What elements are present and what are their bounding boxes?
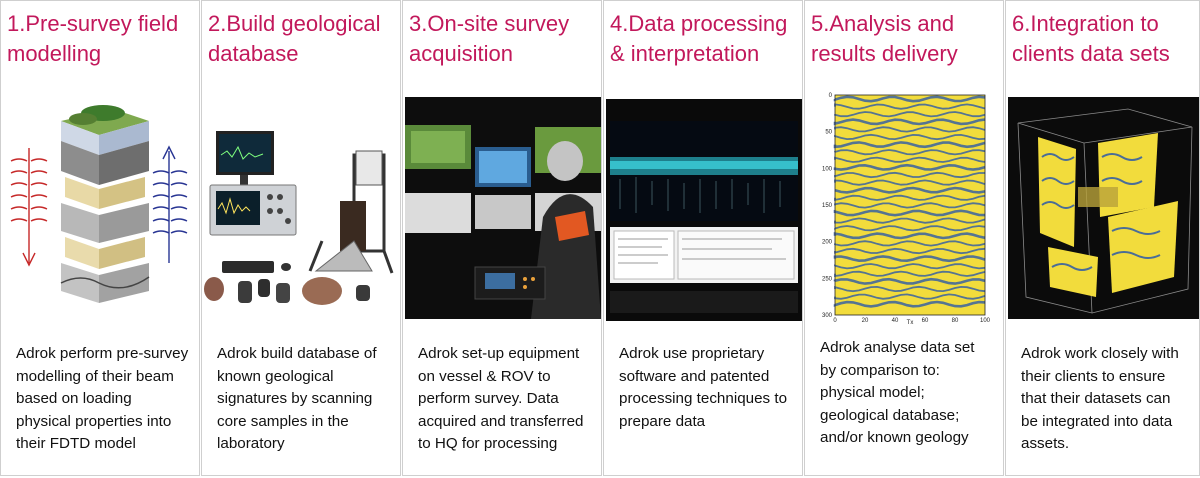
step-title: 4.Data processing & interpretation [610,11,788,66]
heatmap-stripe [834,179,986,186]
processing-software-image [606,99,802,321]
heatmap-stripe [833,118,986,126]
heatmap-stripe [833,141,986,149]
heatmap-stripe [833,232,986,240]
heatmap-stripe [833,95,986,103]
heatmap-stripe [833,209,986,217]
step-description: Adrok build database of known geological… [217,345,377,453]
heatmap-stripe [834,103,986,110]
step-panel-1: 1.Pre-survey field modelling [0,0,200,476]
heatmap-stripe [834,285,986,293]
step-title: 1.Pre-survey field modelling [7,11,179,66]
heatmap-stripe [834,240,986,247]
step-panel-5: 5.Analysis and results delivery 0 50 100 15… [804,0,1004,476]
heatmap-x-tick-label: 40 [892,318,899,324]
heatmap-y-tick-label: 0 [829,93,833,99]
heatmap-stripe [833,277,986,285]
results-heatmap-image: 0 50 100 150 200 250 300 0 20 40 60 80 100 Tx [815,91,999,325]
heatmap-stripe [834,217,986,224]
vessel-control-room-image [405,97,601,319]
step-title: 5.Analysis and results delivery [811,11,958,66]
step-description: Adrok set-up equipment on vessel & ROV t… [418,345,584,453]
heatmap-stripe [833,300,986,308]
heatmap-y-tick-label: 50 [825,130,832,136]
heatmap-x-tick-label: 80 [952,318,959,324]
heatmap-stripe [833,255,986,263]
heatmap-y-tick-label: 100 [822,166,833,172]
heatmap-stripe [834,194,986,201]
laboratory-equipment-image [204,121,400,321]
step-description: Adrok work closely with their clients to… [1021,345,1179,453]
heatmap-x-tick-label: 60 [922,318,929,324]
step-panel-2: 2.Build geological database [201,0,401,476]
heatmap-stripe [833,163,986,171]
heatmap-stripe [834,133,986,141]
heatmap-x-label: Tx [907,320,914,325]
heatmap-x-tick-label: 20 [862,318,869,324]
heatmap-y-tick-label: 150 [822,203,833,209]
step-title: 2.Build geological database [208,11,381,66]
heatmap-stripe [834,225,986,232]
heatmap-stripe [834,270,986,278]
step-title: 3.On-site survey acquisition [409,11,570,66]
heatmap-stripe [834,202,986,209]
step-panel-3: 3.On-site survey acquisition Adrok set-u… [402,0,602,476]
3d-data-cube-image [1008,97,1199,319]
step-panel-6: 6.Integration to clients data sets Adrok… [1005,0,1200,476]
heatmap-stripe [834,247,986,255]
step-description: Adrok perform pre-survey modelling of th… [16,345,189,453]
heatmap-y-tick-label: 200 [822,240,833,246]
heatmap-y-tick-label: 300 [822,313,833,319]
heatmap-stripe [834,263,986,270]
heatmap-stripe [834,156,986,163]
heatmap-stripe [834,186,986,194]
heatmap-x-tick-label: 0 [833,318,837,324]
step-title: 6.Integration to clients data sets [1012,11,1170,66]
heatmap-y-tick-label: 250 [822,276,833,282]
heatmap-stripe [834,111,986,118]
heatmap-stripe [834,126,986,133]
heatmap-x-tick-label: 100 [980,318,991,324]
heatmap-stripe [834,171,985,179]
heatmap-stripe [834,149,986,156]
step-description: Adrok analyse data set by comparison to:… [820,339,975,447]
stratified-geology-block-image [3,93,199,321]
step-panel-4: 4.Data processing & interpretation Adrok… [603,0,803,476]
heatmap-stripe [834,293,986,300]
step-description: Adrok use proprietary software and paten… [619,345,788,430]
heatmap-stripes [833,95,986,308]
